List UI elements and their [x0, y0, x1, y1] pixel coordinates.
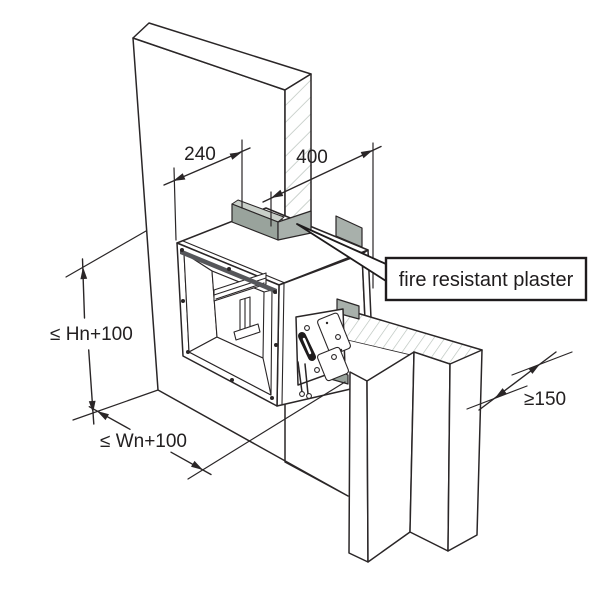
- masonry-wall-right: [332, 307, 483, 563]
- dimension-400-label: 400: [296, 147, 328, 168]
- wall-end-face: [447, 349, 483, 552]
- damper-actuator: [295, 308, 351, 399]
- dimension-240-label: 240: [184, 144, 216, 165]
- fusible-link-rods: [297, 361, 312, 399]
- dimension-height-label: ≤ Hn+100: [50, 324, 133, 345]
- flange-mounting-holes: [180, 248, 278, 400]
- blade-support: [233, 296, 261, 341]
- dimension-wall-thickness: ≥150: [466, 351, 573, 411]
- actuator-lower-plate: [316, 346, 350, 382]
- wall-return-left-face: [366, 351, 415, 563]
- wall-return-end-face: [348, 371, 369, 563]
- actuator-handle: [298, 332, 316, 361]
- dimension-width-label: ≤ Wn+100: [100, 431, 187, 452]
- dimension-240: 240: [163, 139, 251, 241]
- callout-box: [384, 256, 588, 302]
- dimension-thickness-label: ≥150: [524, 389, 566, 410]
- fire-damper: [176, 207, 375, 407]
- dimension-opening-height: ≤ Hn+100: [50, 230, 159, 425]
- callout: fire resistant plaster: [296, 223, 588, 302]
- dimension-opening-width: ≤ Wn+100: [88, 381, 346, 480]
- flange-shadow-strip: [180, 249, 277, 294]
- callout-label: fire resistant plaster: [399, 269, 574, 291]
- actuator-screws: [304, 321, 343, 373]
- wall-return-right-face: [409, 351, 451, 552]
